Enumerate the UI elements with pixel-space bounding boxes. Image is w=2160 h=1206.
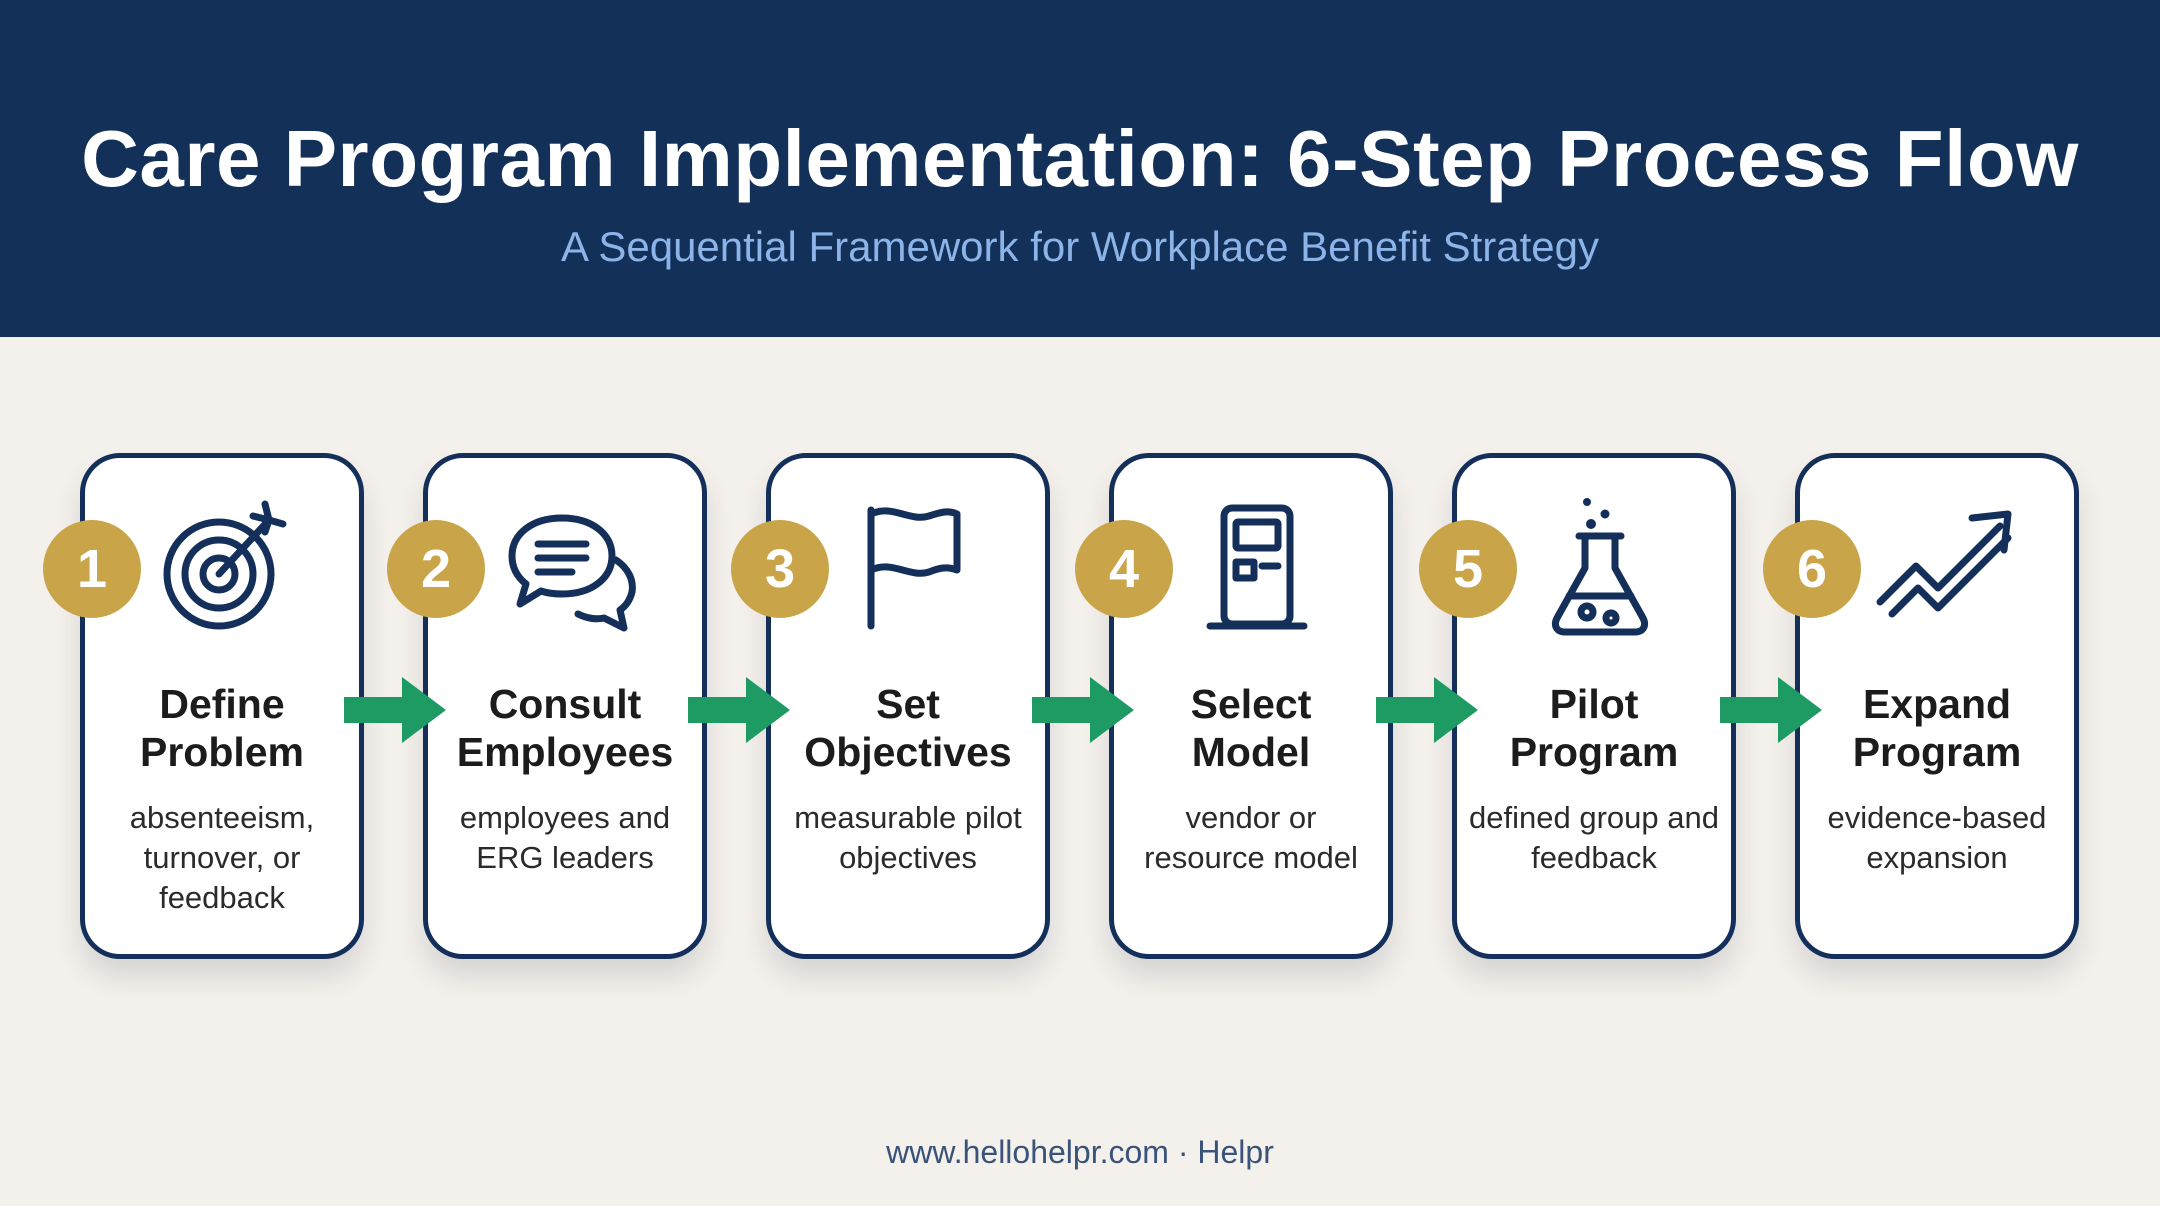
step-number-badge: 1 [43, 520, 141, 618]
flow-arrow-icon [1032, 677, 1134, 743]
step-title: Set Objectives [804, 681, 1012, 775]
step-description: defined group and feedback [1469, 800, 1719, 875]
step-description: measurable pilot objectives [794, 800, 1022, 875]
step-card-pilot-program: Pilot Program defined group and feedback [1452, 453, 1736, 959]
footer-credit: www.hellohelpr.com · Helpr [886, 1134, 1274, 1170]
step-title: Expand Program [1852, 681, 2022, 775]
step-description: vendor or resource model [1144, 800, 1358, 875]
step-number-badge: 3 [731, 520, 829, 618]
trend-up-icon [1872, 496, 2012, 636]
step-description: absenteeism, turnover, or feedback [129, 800, 315, 915]
flow-arrow-icon [344, 677, 446, 743]
flask-icon [1529, 496, 1669, 636]
flow-arrow-icon [1720, 677, 1822, 743]
chat-bubbles-icon [500, 496, 640, 636]
step-title: Pilot Program [1509, 681, 1679, 775]
step-description: employees and ERG leaders [459, 800, 671, 875]
step-card-define-problem: Define Problem absenteeism, turnover, or… [80, 453, 364, 959]
step-number-badge: 2 [387, 520, 485, 618]
step-card-consult-employees: Consult Employees employees and ERG lead… [423, 453, 707, 959]
flag-icon [843, 496, 983, 636]
flow-arrow-icon [688, 677, 790, 743]
step-title: Define Problem [139, 681, 305, 775]
step-title: Consult Employees [456, 681, 674, 775]
step-title: Select Model [1190, 681, 1312, 775]
header-banner: Care Program Implementation: 6-Step Proc… [0, 0, 2160, 337]
step-description: evidence-based expansion [1827, 800, 2047, 875]
kiosk-icon [1186, 496, 1326, 636]
flow-arrow-icon [1376, 677, 1478, 743]
page-title: Care Program Implementation: 6-Step Proc… [81, 114, 2079, 203]
target-icon [157, 496, 297, 636]
page-subtitle: A Sequential Framework for Workplace Ben… [560, 223, 1600, 270]
step-number-badge: 4 [1075, 520, 1173, 618]
step-card-expand-program: Expand Program evidence-based expansion [1795, 453, 2079, 959]
step-card-set-objectives: Set Objectives measurable pilot objectiv… [766, 453, 1050, 959]
step-number-badge: 6 [1763, 520, 1861, 618]
step-number-badge: 5 [1419, 520, 1517, 618]
